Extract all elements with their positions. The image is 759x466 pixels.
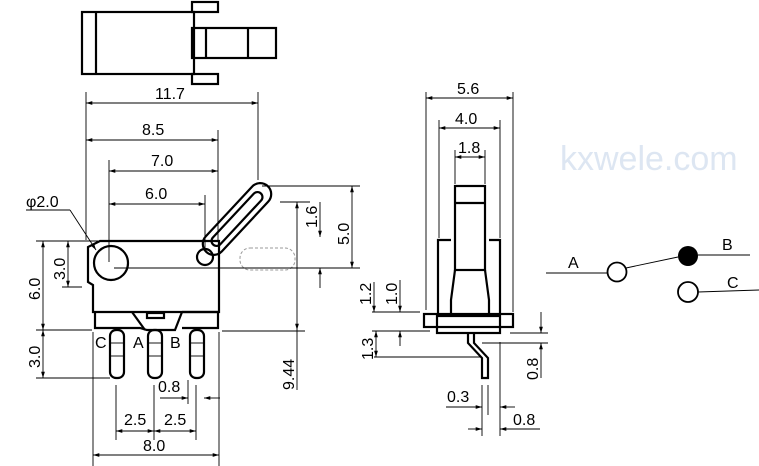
dim-8.5: 8.5 xyxy=(142,122,164,139)
dim-7.0: 7.0 xyxy=(151,153,173,170)
dim-0.8-pin: 0.8 xyxy=(158,379,180,396)
dim-0.8-lead: 0.8 xyxy=(513,412,535,429)
front-view: C A B xyxy=(86,182,296,380)
dim-1.8: 1.8 xyxy=(458,140,480,157)
pin-a xyxy=(146,328,164,380)
dim-3.0-hole: 3.0 xyxy=(52,258,69,280)
pin-b xyxy=(188,328,206,380)
dim-5.0: 5.0 xyxy=(336,223,353,245)
pin-c xyxy=(108,328,126,380)
dim-2.5-left: 2.5 xyxy=(124,412,146,429)
dim-1.3: 1.3 xyxy=(360,338,377,360)
terminal-a xyxy=(606,261,628,283)
dim-9.44: 9.44 xyxy=(281,359,298,390)
dim-6.0: 6.0 xyxy=(145,186,167,203)
dim-2.5-right: 2.5 xyxy=(164,412,186,429)
dim-4.0: 4.0 xyxy=(455,111,477,128)
watermark: kxwele.com xyxy=(560,140,738,178)
dim-3.0-pin: 3.0 xyxy=(27,346,44,368)
terminal-b xyxy=(678,246,698,266)
dim-5.6: 5.6 xyxy=(457,81,479,98)
front-dimensions: 11.7 8.5 7.0 6.0 φ2.0 6.0 3.0 3.0 5.0 1.… xyxy=(26,86,360,466)
dim-11.7: 11.7 xyxy=(155,86,185,103)
pin-label-a: A xyxy=(133,335,144,352)
dim-6.0-height: 6.0 xyxy=(27,278,44,300)
label-a: A xyxy=(568,255,579,272)
dim-8.0: 8.0 xyxy=(143,438,165,455)
dim-1.0: 1.0 xyxy=(384,283,401,305)
side-view xyxy=(422,184,515,380)
side-dimensions: 5.6 4.0 1.8 1.2 1.0 1.3 0.8 0.3 0.8 xyxy=(358,81,548,436)
label-c: C xyxy=(727,275,739,292)
pin-label-c: C xyxy=(95,335,107,352)
pin-label-b: B xyxy=(170,335,181,352)
dim-1.2: 1.2 xyxy=(358,283,375,305)
switch-schematic: A B C xyxy=(546,237,759,303)
dim-0.8-drop: 0.8 xyxy=(525,358,542,380)
top-view xyxy=(80,0,278,86)
dim-hole-diameter: φ2.0 xyxy=(26,194,59,211)
dim-0.3: 0.3 xyxy=(447,389,469,406)
label-b: B xyxy=(722,237,733,254)
dim-1.6: 1.6 xyxy=(304,206,321,228)
terminal-c xyxy=(677,281,699,303)
